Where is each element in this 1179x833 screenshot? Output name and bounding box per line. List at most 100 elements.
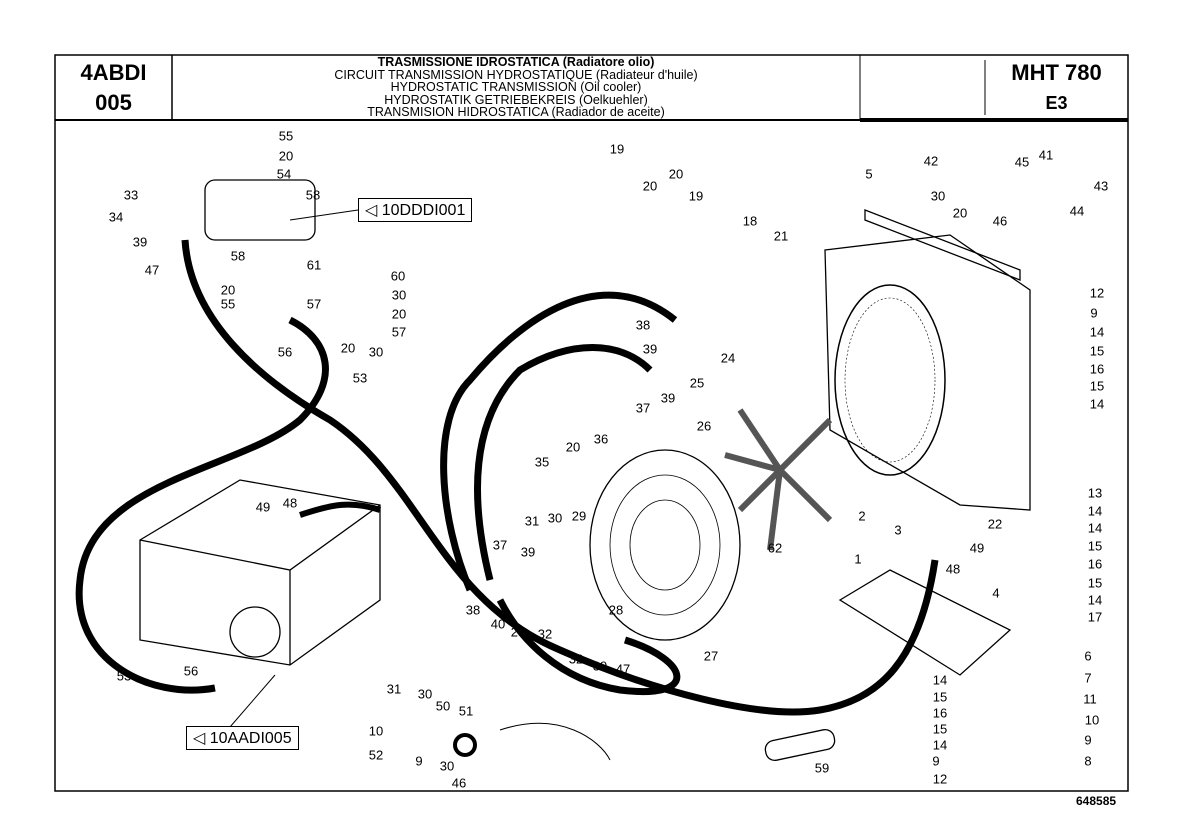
title-en: HYDROSTATIC TRANSMISSION (Oil cooler)	[390, 80, 642, 95]
part-callout: 53	[352, 370, 368, 386]
part-callout: 29	[571, 508, 587, 524]
part-callout: 20	[952, 205, 968, 221]
part-callout: 55	[278, 128, 294, 144]
model-name: MHT 780	[1011, 59, 1102, 85]
part-callout: 30	[547, 510, 563, 526]
part-callout: 51	[458, 703, 474, 719]
model-box: MHT 780 E3	[985, 55, 1128, 120]
part-callout: 21	[773, 228, 789, 244]
part-callout: 9	[1084, 732, 1092, 748]
oil-cooler-radiator	[824, 234, 1031, 511]
part-callout: 50	[435, 698, 451, 714]
part-callout: 12	[1089, 285, 1105, 301]
part-callout: 7	[1084, 670, 1092, 686]
part-callout: 15	[932, 721, 948, 737]
part-callout: 14	[932, 737, 948, 753]
part-callout: 2	[858, 508, 866, 524]
part-callout: 11	[1083, 691, 1097, 707]
part-callout: 6	[1084, 648, 1092, 664]
part-callout: 35	[534, 454, 550, 470]
part-callout: 36	[593, 431, 609, 447]
part-callout: 16	[1087, 556, 1103, 572]
part-callout: 1	[854, 551, 862, 567]
part-callout: 30	[439, 758, 455, 774]
part-callout: 47	[144, 262, 160, 278]
part-callout: 44	[1069, 203, 1085, 219]
part-callout: 47	[615, 661, 631, 677]
part-callout: 37	[635, 400, 651, 416]
hose-53	[75, 316, 329, 694]
part-callout: 14	[1087, 503, 1103, 519]
part-callout: 41	[1038, 147, 1054, 163]
part-callout: 30	[930, 188, 946, 204]
part-callout: 14	[1087, 520, 1103, 536]
oil-tank	[139, 479, 381, 666]
part-callout: 57	[391, 324, 407, 340]
drawing-number: 648585	[1076, 794, 1117, 808]
part-callout: 19	[609, 141, 625, 157]
part-callout: 28	[608, 602, 624, 618]
part-callout: 39	[132, 234, 148, 250]
part-callout: 15	[1087, 575, 1103, 591]
part-callout: 4	[992, 585, 1000, 601]
part-callout: 17	[1087, 609, 1103, 625]
title-es: TRANSMISION HIDROSTATICA (Radiador de ac…	[367, 105, 665, 120]
part-callout: 38	[635, 317, 651, 333]
part-callout: 20	[565, 439, 581, 455]
part-callout: 22	[987, 516, 1003, 532]
part-callout: 25	[689, 375, 705, 391]
part-callout: 14	[1089, 396, 1105, 412]
part-callout: 58	[305, 187, 321, 203]
part-callout: 9	[1090, 305, 1098, 321]
part-callout: 31	[524, 513, 540, 529]
reference-link-10DDDI001[interactable]: ◁ 10DDDI001	[358, 198, 473, 222]
part-callout: 43	[1093, 178, 1109, 194]
hose-47	[496, 598, 681, 695]
part-callout: 55	[220, 296, 236, 312]
part-callout: 56	[183, 663, 199, 679]
part-callout: 39	[520, 544, 536, 560]
part-callout: 61	[306, 257, 322, 273]
part-callout: 34	[108, 209, 124, 225]
part-callout: 20	[668, 166, 684, 182]
part-callout: 33	[123, 187, 139, 203]
part-callout: 20	[642, 178, 658, 194]
title-block: TRASMISSIONE IDROSTATICA (Radiatore olio…	[172, 55, 860, 120]
part-callout: 15	[1089, 378, 1105, 394]
part-callout: 14	[1089, 324, 1105, 340]
reference-link-10AADI005[interactable]: ◁ 10AADI005	[186, 726, 299, 750]
part-callout: 16	[1089, 361, 1105, 377]
part-callout: 54	[276, 166, 292, 182]
part-callout: 62	[767, 540, 783, 556]
hose-38	[474, 344, 653, 581]
part-callout: 24	[720, 350, 736, 366]
title-fr: CIRCUIT TRANSMISSION HYDROSTATIQUE (Radi…	[334, 67, 698, 82]
fan-guard	[589, 449, 741, 641]
part-callout: 20	[220, 282, 236, 298]
part-callout: 57	[306, 296, 322, 312]
eye-pointer-icon: ◁	[365, 202, 382, 219]
part-callout: 10	[368, 723, 384, 739]
title-de: HYDROSTATIK GETRIEBEKREIS (Oelkuehler)	[384, 92, 648, 107]
part-callout: 38	[465, 602, 481, 618]
bracket-plate	[838, 569, 1012, 676]
fan	[724, 408, 833, 551]
part-callout: 16	[932, 705, 948, 721]
part-callout: 48	[282, 495, 298, 511]
title-it: TRASMISSIONE IDROSTATICA (Radiatore olio…	[377, 55, 655, 70]
part-callout: 15	[932, 689, 948, 705]
part-callout: 20	[278, 148, 294, 164]
part-callout: 42	[923, 153, 939, 169]
part-callout: 20	[340, 340, 356, 356]
part-callout: 26	[696, 418, 712, 434]
section-code-box: 4ABDI 005	[55, 55, 172, 120]
part-callout: 13	[1087, 485, 1103, 501]
part-callout: 9	[415, 753, 423, 769]
part-callout: 46	[992, 213, 1008, 229]
part-callout: 49	[255, 499, 271, 515]
part-callout: 32	[537, 626, 553, 642]
part-callout: 18	[742, 213, 758, 229]
hose-37	[440, 291, 678, 592]
